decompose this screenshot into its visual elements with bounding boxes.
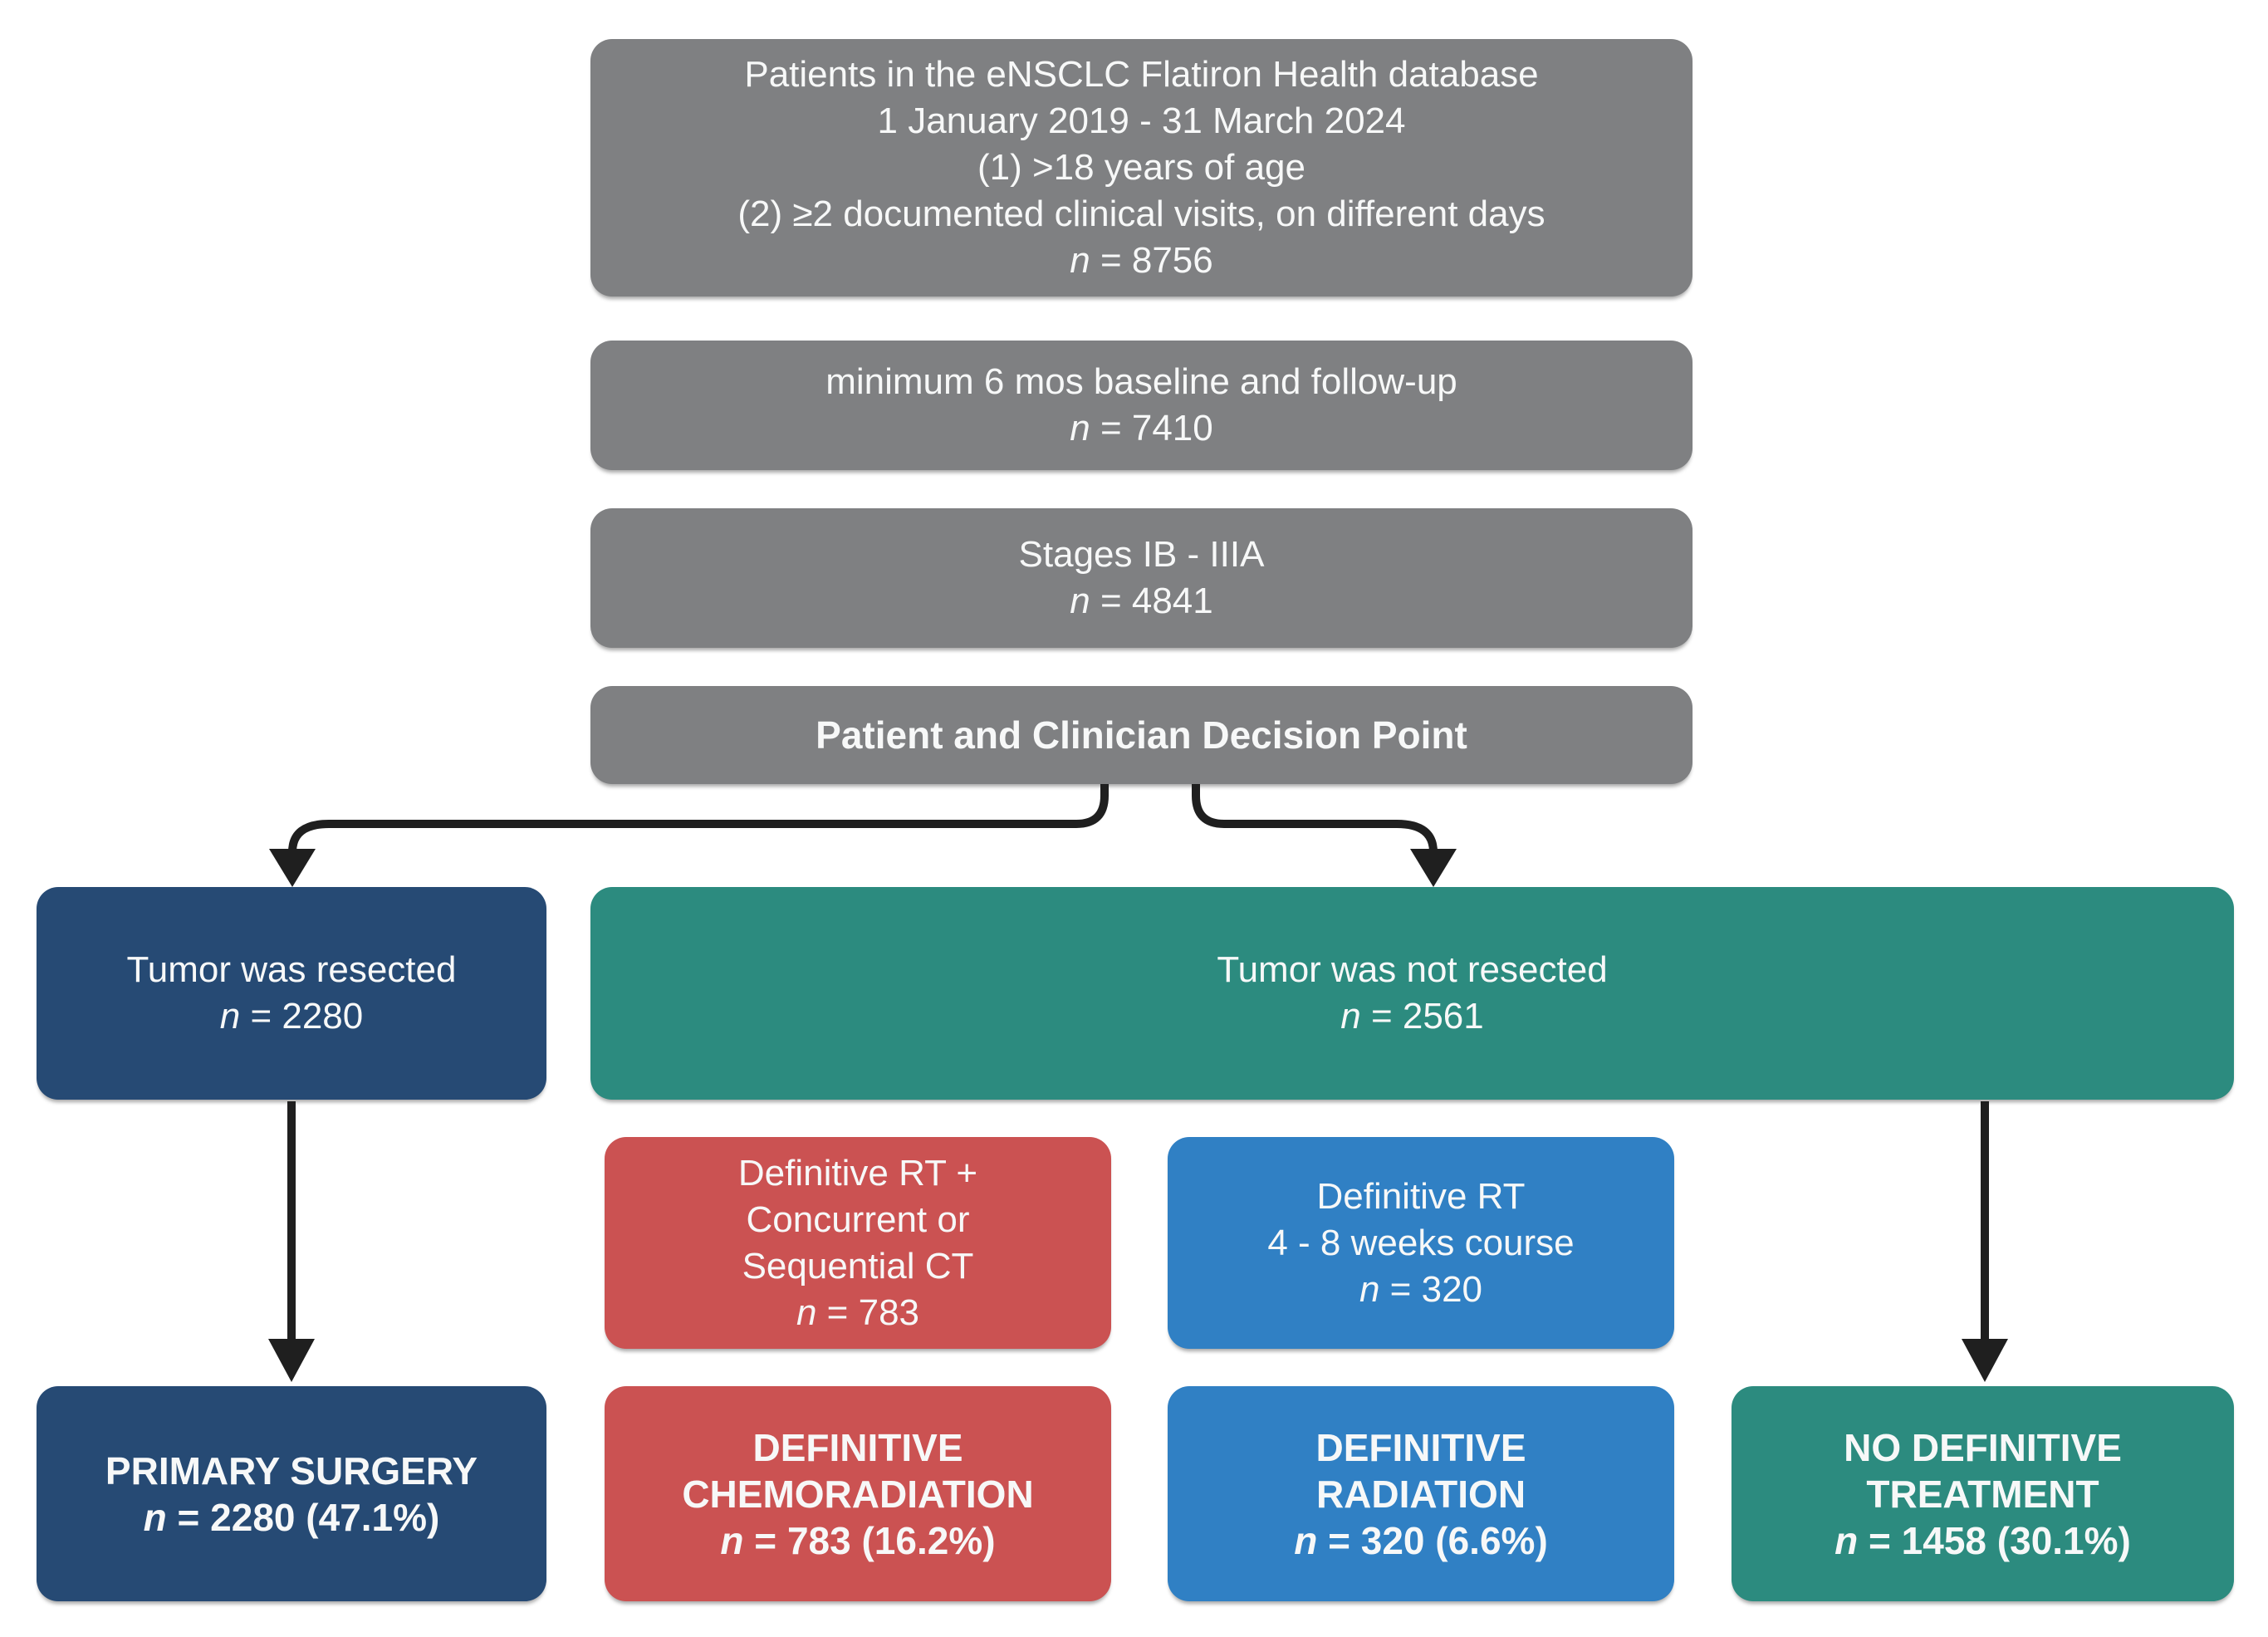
box-line: CHEMORADIATION — [682, 1472, 1034, 1516]
box-line: DEFINITIVE — [752, 1425, 963, 1469]
box-line: n = 2561 — [1340, 996, 1484, 1037]
box-line: n = 783 (16.2%) — [720, 1518, 996, 1562]
arrowhead-no-treatment — [1962, 1339, 2008, 1382]
box-line: n = 320 — [1359, 1268, 1483, 1310]
box-definitive-rt-course: Definitive RT 4 - 8 weeks course n = 320 — [1168, 1137, 1674, 1349]
box-line: DEFINITIVE — [1315, 1425, 1526, 1469]
box-line: n = 783 — [796, 1291, 920, 1333]
box-line: PRIMARY SURGERY — [105, 1448, 478, 1492]
box-line: Stages IB - IIIA — [1018, 534, 1265, 575]
box-line: Tumor was resected — [126, 949, 457, 990]
box-line: n = 1458 (30.1%) — [1834, 1518, 2131, 1562]
arrowhead-resected — [269, 849, 316, 887]
box-line: Patients in the eNSCLC Flatiron Health d… — [744, 54, 1539, 95]
box-line: n = 8756 — [1070, 240, 1213, 281]
box-line: 1 January 2019 - 31 March 2024 — [877, 100, 1406, 141]
arrow-decision-to-resected — [288, 784, 1109, 855]
box-line: Patient and Clinician Decision Point — [816, 713, 1467, 757]
arrowhead-surgery — [268, 1339, 315, 1382]
box-definitive-rt-plus-ct: Definitive RT + Concurrent or Sequential C… — [605, 1137, 1111, 1349]
box-line: n = 2280 — [219, 996, 364, 1037]
box-line: n = 2280 (47.1%) — [143, 1495, 440, 1539]
box-line: Definitive RT + — [737, 1152, 978, 1193]
box-line: Definitive RT — [1316, 1175, 1526, 1217]
box-tumor-not-resected: Tumor was not resected n = 2561 — [590, 887, 2234, 1100]
arrowhead-not-resected — [1410, 849, 1457, 887]
box-tumor-resected: Tumor was resected n = 2280 — [37, 887, 546, 1100]
box-database-inclusion: Patients in the eNSCLC Flatiron Health d… — [590, 39, 1692, 297]
box-stages: Stages IB - IIIA n = 4841 — [590, 508, 1692, 648]
box-line: n = 320 (6.6%) — [1294, 1518, 1548, 1562]
box-line: minimum 6 mos baseline and follow-up — [825, 361, 1457, 402]
box-line: RADIATION — [1315, 1472, 1526, 1516]
arrow-decision-to-not-resected — [1192, 784, 1438, 855]
box-line: NO DEFINITIVE — [1844, 1425, 2122, 1469]
box-line: n = 7410 — [1070, 408, 1213, 448]
box-line: Sequential CT — [742, 1245, 974, 1287]
box-line: TREATMENT — [1866, 1472, 2099, 1516]
box-line: Tumor was not resected — [1217, 949, 1608, 990]
box-line: n = 4841 — [1070, 581, 1213, 621]
box-line: Concurrent or — [746, 1198, 970, 1240]
box-line: 4 - 8 weeks course — [1267, 1222, 1575, 1263]
box-line: (1) >18 years of age — [977, 147, 1305, 188]
box-baseline-followup: minimum 6 mos baseline and follow-up n = … — [590, 341, 1692, 470]
box-line: (2) ≥2 documented clinical visits, on di… — [737, 194, 1545, 234]
box-decision-point: Patient and Clinician Decision Point — [590, 686, 1692, 784]
